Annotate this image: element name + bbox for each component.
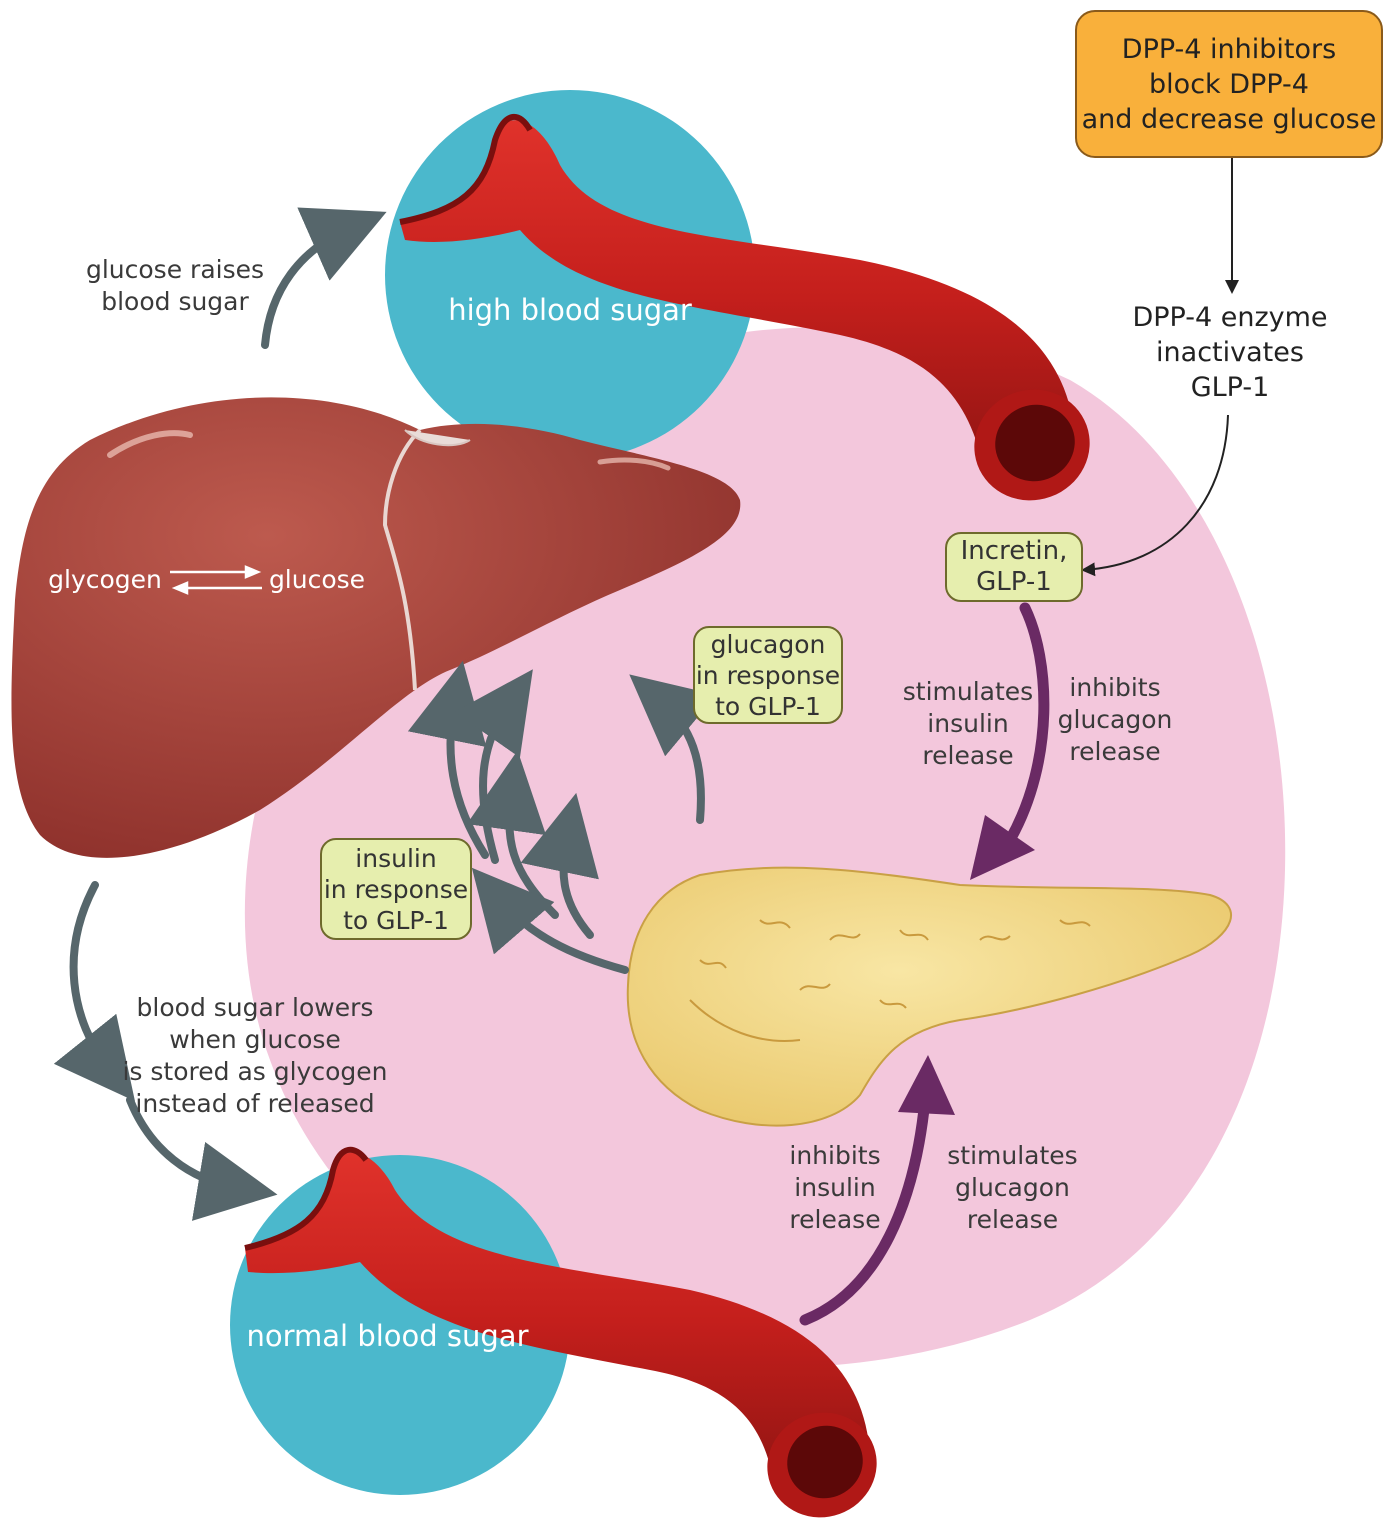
glucagon-response-label: glucagon in response to GLP-1 <box>696 629 840 722</box>
dpp4-inhibitors-box: DPP-4 inhibitors block DPP-4 and decreas… <box>1075 10 1383 158</box>
inhibits-glucagon-label: inhibits glucagon release <box>1050 672 1180 768</box>
normal-blood-sugar-label: normal blood sugar <box>245 1320 530 1352</box>
blood-sugar-lowers-label: blood sugar lowers when glucose is store… <box>120 992 390 1120</box>
dpp4-enzyme-label: DPP-4 enzyme inactivates GLP-1 <box>1110 300 1350 405</box>
incretin-glp1-box: Incretin, GLP-1 <box>945 532 1083 602</box>
glycogen-label: glycogen <box>40 564 170 596</box>
incretin-glp1-label: Incretin, GLP-1 <box>961 536 1068 598</box>
insulin-response-label: insulin in response to GLP-1 <box>324 843 468 936</box>
dpp4-inhibitors-label: DPP-4 inhibitors block DPP-4 and decreas… <box>1082 32 1377 137</box>
insulin-response-box: insulin in response to GLP-1 <box>320 838 472 940</box>
glucagon-response-box: glucagon in response to GLP-1 <box>693 626 843 724</box>
glucose-label: glucose <box>262 564 372 596</box>
glucose-raises-label: glucose raises blood sugar <box>70 254 280 318</box>
high-blood-sugar-label: high blood sugar <box>430 294 710 326</box>
stimulates-insulin-label: stimulates insulin release <box>898 676 1038 772</box>
stimulates-glucagon-label: stimulates glucagon release <box>945 1140 1080 1236</box>
inhibits-insulin-label: inhibits insulin release <box>775 1140 895 1236</box>
